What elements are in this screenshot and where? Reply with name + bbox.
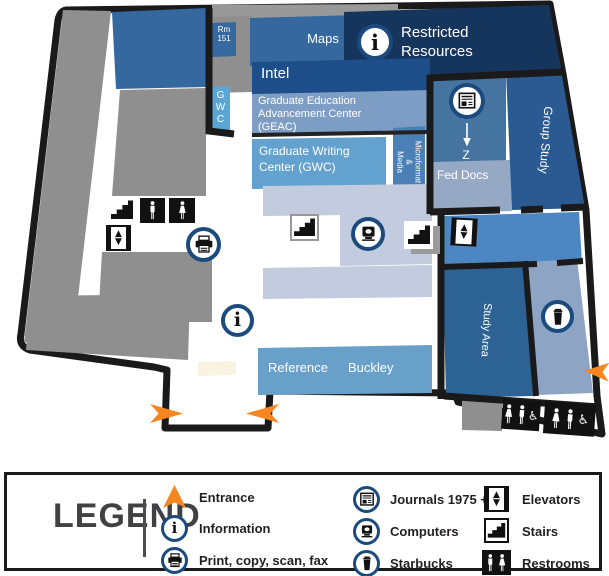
inner-wall-starbucks-left <box>522 260 539 397</box>
legend-item-entrance: Entrance <box>199 490 255 505</box>
starbucks-icon <box>541 300 574 333</box>
print-icon <box>161 547 188 574</box>
legend-item-computers: Computers <box>390 524 459 539</box>
room-rm151 <box>212 22 236 57</box>
restroom-women-icon <box>169 198 195 223</box>
room-geac <box>252 90 430 137</box>
legend-item-stairs: Stairs <box>522 524 559 539</box>
legend-item-print: Print, copy, scan, fax <box>199 553 329 568</box>
information-icon: i <box>161 515 188 542</box>
stacks-center-upper <box>112 88 206 196</box>
legend-panel: LEGEND Entrance i Information Print, cop… <box>4 472 602 576</box>
elevators-icon: ▲▼ <box>484 486 509 512</box>
restroom-accessible-icon: ♿ <box>542 401 597 437</box>
computers-icon <box>353 518 380 545</box>
fed-docs-label: Fed Docs <box>437 168 489 182</box>
microformat-media-label: Microformat&Media <box>395 140 423 184</box>
print-icon <box>186 227 221 262</box>
inner-wall-blueroom-bottom <box>440 258 584 270</box>
journals-icon <box>449 83 485 119</box>
wheelchair-icon: ♿ <box>577 412 590 428</box>
reference-label: Reference <box>268 360 328 375</box>
journals-icon <box>353 486 380 513</box>
room-group-study <box>506 70 585 210</box>
inner-wall-rr-bottom <box>427 68 564 82</box>
room-gwc-vertical <box>211 86 230 132</box>
room-microformat-media <box>393 126 425 199</box>
legend-divider <box>143 499 146 557</box>
starbucks-icon <box>353 550 380 576</box>
inner-wall-feddocs-bottom <box>429 203 587 216</box>
lavender-top <box>263 184 432 216</box>
wing-gray-block <box>462 399 502 431</box>
room-intel <box>252 58 430 96</box>
computers-icon <box>351 217 385 251</box>
stairs-icon <box>107 198 137 222</box>
intel-label: Intel <box>261 65 290 82</box>
wheelchair-icon: ♿ <box>527 408 540 424</box>
room-restricted-resources <box>344 5 562 76</box>
buckley-label: Buckley <box>348 360 394 375</box>
room-top-left-blue <box>112 8 207 89</box>
inner-wall-geac-gwc <box>251 130 431 137</box>
journals-z-label: Z <box>462 148 470 162</box>
elevator-icon: ▲▼ <box>450 217 478 247</box>
restroom-men-icon <box>140 198 165 223</box>
legend-item-journals: Journals 1975 + <box>390 492 488 507</box>
lavender-bottom <box>263 265 432 299</box>
room-gwc <box>252 137 386 189</box>
legend-item-information: Information <box>199 521 271 536</box>
legend-item-restrooms: Restrooms <box>522 556 590 571</box>
a-to-z-arrow-icon <box>463 123 471 147</box>
stacks-bottom-left <box>26 294 190 360</box>
stairs-icon <box>484 518 509 543</box>
stacks-left-band <box>24 10 111 350</box>
room-fed-docs <box>431 160 512 213</box>
information-icon: i <box>221 304 254 337</box>
maps-label: Maps <box>307 31 339 46</box>
elevator-icon: ▲▼ <box>106 225 131 251</box>
room-study-area <box>443 266 533 398</box>
room-elevator-blue <box>443 212 582 267</box>
stairs-icon <box>404 221 433 249</box>
restroom-accessible-icon: ♿ <box>500 398 542 432</box>
legend-item-starbucks: Starbucks <box>390 556 453 571</box>
information-icon: i <box>357 24 393 60</box>
room-reference-buckley <box>258 345 432 395</box>
entrance-doorway-cream <box>198 361 236 376</box>
restrooms-icon <box>482 550 511 575</box>
stairs-icon <box>290 214 319 241</box>
legend-item-elevators: Elevators <box>522 492 581 507</box>
inner-wall-topleft-block <box>205 8 235 138</box>
